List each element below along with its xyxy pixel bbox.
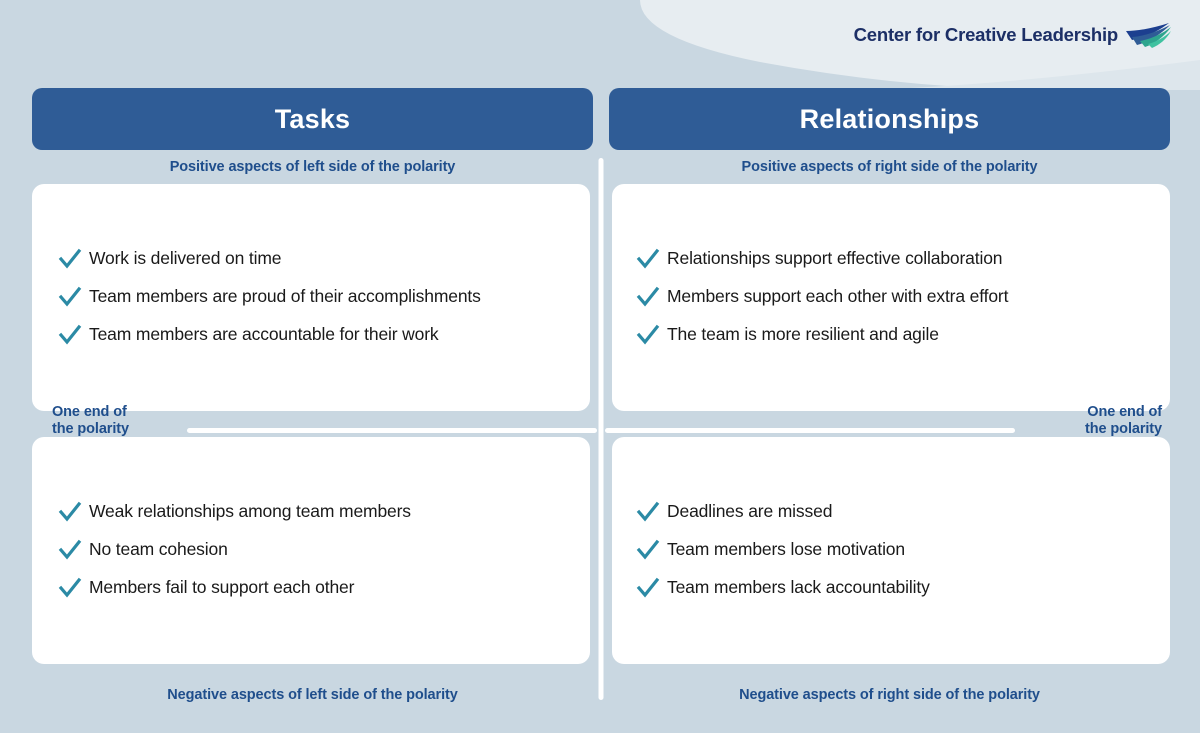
list-item-label: The team is more resilient and agile <box>667 324 939 344</box>
column-titles-row: Tasks Relationships <box>32 88 1170 150</box>
list-item: Team members lose motivation <box>636 538 1144 563</box>
list-item-label: Team members lack accountability <box>667 577 930 597</box>
caption-bottom-left: Negative aspects of left side of the pol… <box>167 687 458 703</box>
pole-label-left: One end of the polarity <box>52 404 129 438</box>
list-item: Deadlines are missed <box>636 500 1144 525</box>
list-item: Work is delivered on time <box>58 247 564 272</box>
pole-label-right: One end of the polarity <box>1085 404 1162 438</box>
list-item: Weak relationships among team members <box>58 500 564 525</box>
checkmark-icon <box>58 286 82 310</box>
list-item-label: Team members are proud of their accompli… <box>89 286 481 306</box>
list-item-label: Work is delivered on time <box>89 248 282 268</box>
checkmark-icon <box>58 577 82 601</box>
quadrant-lower-left: Weak relationships among team members No… <box>32 437 590 664</box>
list-item: Members support each other with extra ef… <box>636 285 1144 310</box>
quadrant-upper-right: Relationships support effective collabor… <box>612 184 1170 411</box>
list-item-label: Deadlines are missed <box>667 501 833 521</box>
checkmark-icon <box>636 539 660 563</box>
item-list-lower-left: Weak relationships among team members No… <box>58 500 564 601</box>
checkmark-icon <box>636 248 660 272</box>
caption-top-right: Positive aspects of right side of the po… <box>741 159 1038 175</box>
list-item: The team is more resilient and agile <box>636 323 1144 348</box>
checkmark-icon <box>58 501 82 525</box>
item-list-upper-left: Work is delivered on time Team members a… <box>58 247 564 348</box>
list-item: Relationships support effective collabor… <box>636 247 1144 272</box>
caption-bottom-right: Negative aspects of right side of the po… <box>739 687 1040 703</box>
checkmark-icon <box>58 324 82 348</box>
list-item: Team members lack accountability <box>636 576 1144 601</box>
bottom-captions-row: Negative aspects of left side of the pol… <box>32 682 1170 708</box>
column-title-right: Relationships <box>609 88 1170 150</box>
polarity-map: Tasks Relationships Positive aspects of … <box>32 88 1170 708</box>
column-title-left: Tasks <box>32 88 593 150</box>
checkmark-icon <box>636 501 660 525</box>
caption-top-left: Positive aspects of left side of the pol… <box>169 159 456 175</box>
list-item-label: Members fail to support each other <box>89 577 355 597</box>
list-item-label: Team members lose motivation <box>667 539 905 559</box>
brand-header: Center for Creative Leadership <box>780 0 1200 70</box>
list-item: Team members are accountable for their w… <box>58 323 564 348</box>
quadrant-lower-right: Deadlines are missed Team members lose m… <box>612 437 1170 664</box>
top-captions-row: Positive aspects of left side of the pol… <box>32 154 1170 180</box>
list-item: Team members are proud of their accompli… <box>58 285 564 310</box>
item-list-upper-right: Relationships support effective collabor… <box>636 247 1144 348</box>
swoosh-logo-icon <box>1124 22 1172 48</box>
checkmark-icon <box>636 577 660 601</box>
item-list-lower-right: Deadlines are missed Team members lose m… <box>636 500 1144 601</box>
list-item-label: No team cohesion <box>89 539 228 559</box>
list-item-label: Team members are accountable for their w… <box>89 324 439 344</box>
list-item-label: Weak relationships among team members <box>89 501 411 521</box>
checkmark-icon <box>58 539 82 563</box>
checkmark-icon <box>636 324 660 348</box>
checkmark-icon <box>636 286 660 310</box>
list-item: Members fail to support each other <box>58 576 564 601</box>
list-item-label: Members support each other with extra ef… <box>667 286 1009 306</box>
list-item-label: Relationships support effective collabor… <box>667 248 1003 268</box>
brand-name: Center for Creative Leadership <box>853 24 1119 45</box>
quadrant-upper-left: Work is delivered on time Team members a… <box>32 184 590 411</box>
list-item: No team cohesion <box>58 538 564 563</box>
checkmark-icon <box>58 248 82 272</box>
quadrant-grid: Work is delivered on time Team members a… <box>32 184 1170 664</box>
